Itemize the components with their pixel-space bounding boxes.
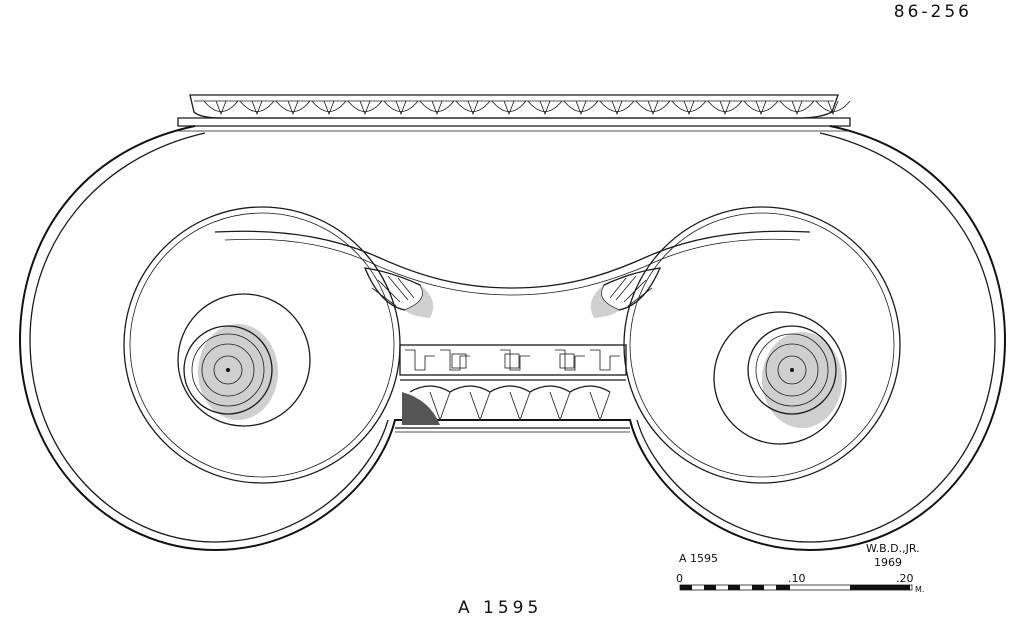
egg-ornament (599, 100, 635, 112)
egg-ornament (455, 100, 491, 112)
egg-ornament (779, 100, 815, 112)
egg-ornament (491, 100, 527, 112)
egg-ornament (743, 100, 779, 112)
egg-ornament (347, 100, 383, 112)
scale-bar: 0 .10 .20 M. (676, 572, 924, 594)
egg-ornament (635, 100, 671, 112)
legend-inventory: A 1595 (679, 552, 718, 565)
dart-ornament (395, 100, 407, 116)
right-volute (623, 206, 901, 484)
egg-ornament (527, 100, 563, 112)
dart-ornament (503, 100, 515, 116)
volute-outline (18, 125, 1007, 552)
drawing-caption: A 1595 (458, 598, 543, 618)
dart-ornament (539, 100, 551, 116)
dart-ornament (287, 100, 299, 116)
egg-ornament (275, 100, 311, 112)
legend-author: W.B.D.,JR. (866, 542, 920, 555)
dart-ornament (719, 100, 731, 116)
egg-ornament (671, 100, 707, 112)
dart-ornament (827, 100, 839, 116)
egg-ornament (563, 100, 599, 112)
dart-ornament (431, 100, 443, 116)
scale-tick-20: .20 (896, 572, 914, 585)
egg-ornament (707, 100, 743, 112)
central-frieze (395, 344, 630, 433)
egg-ornament (815, 100, 851, 112)
scale-unit: M. (915, 585, 924, 594)
abacus-molding (189, 94, 851, 119)
dart-ornament (611, 100, 623, 116)
dart-ornament (323, 100, 335, 116)
scale-tick-0: 0 (676, 572, 683, 585)
dart-ornament (791, 100, 803, 116)
egg-ornament (311, 100, 347, 112)
dart-ornament (215, 100, 227, 116)
dart-ornament (251, 100, 263, 116)
scale-tick-10: .10 (788, 572, 806, 585)
dart-ornament (683, 100, 695, 116)
legend-year: 1969 (874, 556, 902, 569)
dart-ornament (647, 100, 659, 116)
palmette-right (590, 267, 662, 318)
dart-ornament (755, 100, 767, 116)
egg-ornament (419, 100, 455, 112)
egg-and-dart-row (203, 100, 851, 116)
catalog-number: 86-256 (893, 2, 972, 22)
left-volute (123, 206, 401, 484)
egg-ornament (239, 100, 275, 112)
dart-ornament (575, 100, 587, 116)
egg-ornament (383, 100, 419, 112)
palmette-left (363, 267, 434, 318)
egg-ornament (203, 100, 239, 112)
drawing-legend: A 1595 W.B.D.,JR. 1969 (679, 542, 920, 569)
dart-ornament (467, 100, 479, 116)
dart-ornament (359, 100, 371, 116)
